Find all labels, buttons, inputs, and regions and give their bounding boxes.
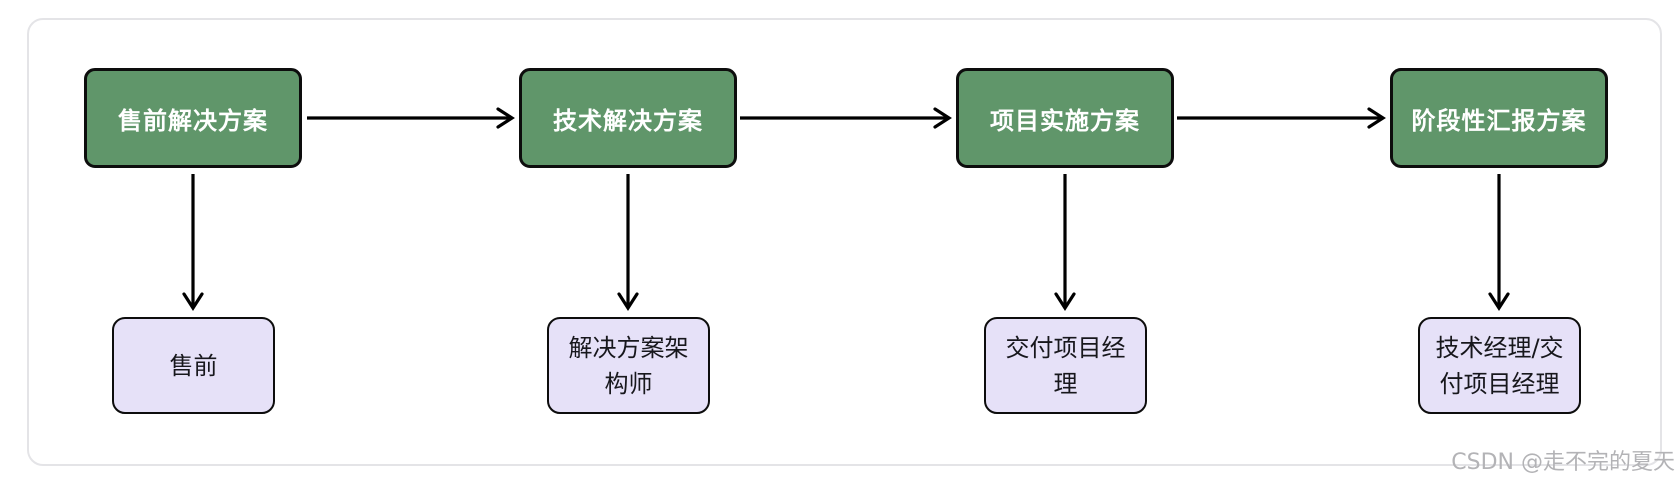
- flow-node-label: 解决方案架构师: [568, 333, 689, 398]
- flow-node-label: 交付项目经理: [1005, 333, 1126, 398]
- flow-node-label: 技术经理/交付项目经理: [1435, 333, 1564, 398]
- flow-node-label: 阶段性汇报方案: [1411, 106, 1587, 135]
- flow-node-role-delivery-pm: 交付项目经理: [984, 317, 1147, 414]
- flow-node-role-presales: 售前: [112, 317, 275, 414]
- flow-node-role-solution-architect: 解决方案架构师: [547, 317, 710, 414]
- csdn-watermark: CSDN @走不完的夏天: [1451, 450, 1675, 475]
- flow-node-label: 项目实施方案: [990, 106, 1140, 135]
- flow-node-plan-presales: 售前解决方案: [84, 68, 302, 168]
- flow-node-role-tech-manager-delivery-pm: 技术经理/交付项目经理: [1418, 317, 1581, 414]
- flow-node-plan-phased-report: 阶段性汇报方案: [1390, 68, 1608, 168]
- flow-node-label: 技术解决方案: [553, 106, 703, 135]
- flow-node-label: 售前解决方案: [118, 106, 268, 135]
- flow-node-plan-technical: 技术解决方案: [519, 68, 737, 168]
- flow-node-plan-implementation: 项目实施方案: [956, 68, 1174, 168]
- flow-node-label: 售前: [169, 351, 218, 380]
